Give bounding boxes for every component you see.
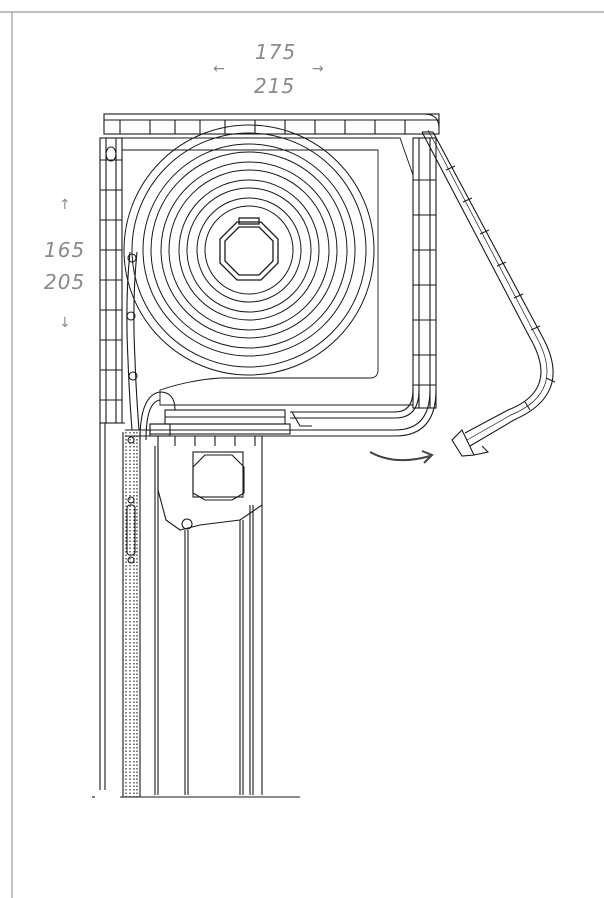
height-dimension-top: 165: [44, 238, 86, 262]
octagonal-shaft: [219, 217, 279, 281]
box-inner-cavity: [121, 137, 414, 406]
height-arrow-down-icon: ↓: [59, 315, 71, 331]
curtain-guide-path: [126, 251, 140, 431]
page-border: [0, 11, 604, 898]
width-arrow-right-icon: →: [312, 61, 324, 77]
box-top-profile: [103, 113, 440, 135]
height-dimension-bottom: 205: [44, 270, 86, 294]
window-frame-profile: [157, 435, 263, 531]
cord-outlet: [139, 391, 176, 441]
box-front-wall: [412, 137, 437, 409]
sash-and-glazing: [154, 446, 263, 795]
inspection-cover-open: [421, 129, 556, 457]
height-arrow-up-icon: ↑: [59, 197, 71, 213]
width-dimension-top: 175: [255, 40, 297, 64]
wall-outline: [92, 422, 300, 798]
width-dimension-bottom: 215: [254, 74, 296, 98]
box-bottom-profile: [125, 389, 437, 437]
curtain-coil: [123, 124, 375, 376]
hanging-curtain: [122, 432, 141, 797]
box-rear-wall: [99, 137, 123, 424]
width-arrow-left-icon: ←: [213, 61, 225, 77]
open-direction-arrow: [369, 450, 434, 464]
